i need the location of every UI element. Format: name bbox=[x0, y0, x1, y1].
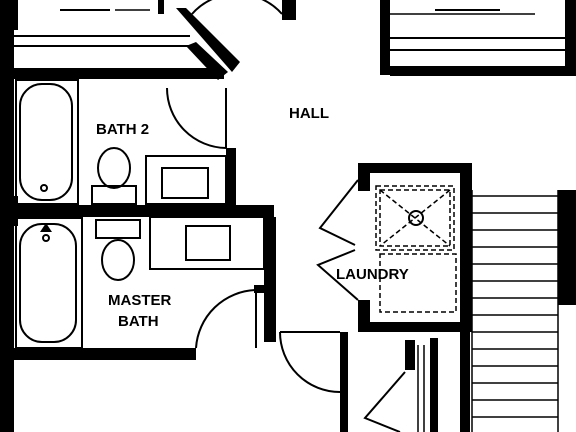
master-bath-fixtures bbox=[15, 203, 265, 349]
label-bath-2: BATH 2 bbox=[96, 121, 149, 138]
bath-2-fixtures bbox=[15, 79, 227, 205]
laundry-fixtures bbox=[375, 185, 457, 313]
label-master-bath-line2: BATH bbox=[118, 313, 159, 330]
label-hall: HALL bbox=[289, 105, 329, 122]
stairs bbox=[471, 190, 571, 432]
label-laundry: LAUNDRY bbox=[336, 266, 409, 283]
laundry-drain-icon bbox=[408, 210, 424, 226]
label-master-bath-line1: MASTER bbox=[108, 292, 172, 309]
top-left-closet bbox=[14, 9, 195, 47]
top-right-closet bbox=[388, 9, 565, 51]
doors bbox=[166, 0, 406, 432]
lower-closet bbox=[417, 345, 425, 432]
